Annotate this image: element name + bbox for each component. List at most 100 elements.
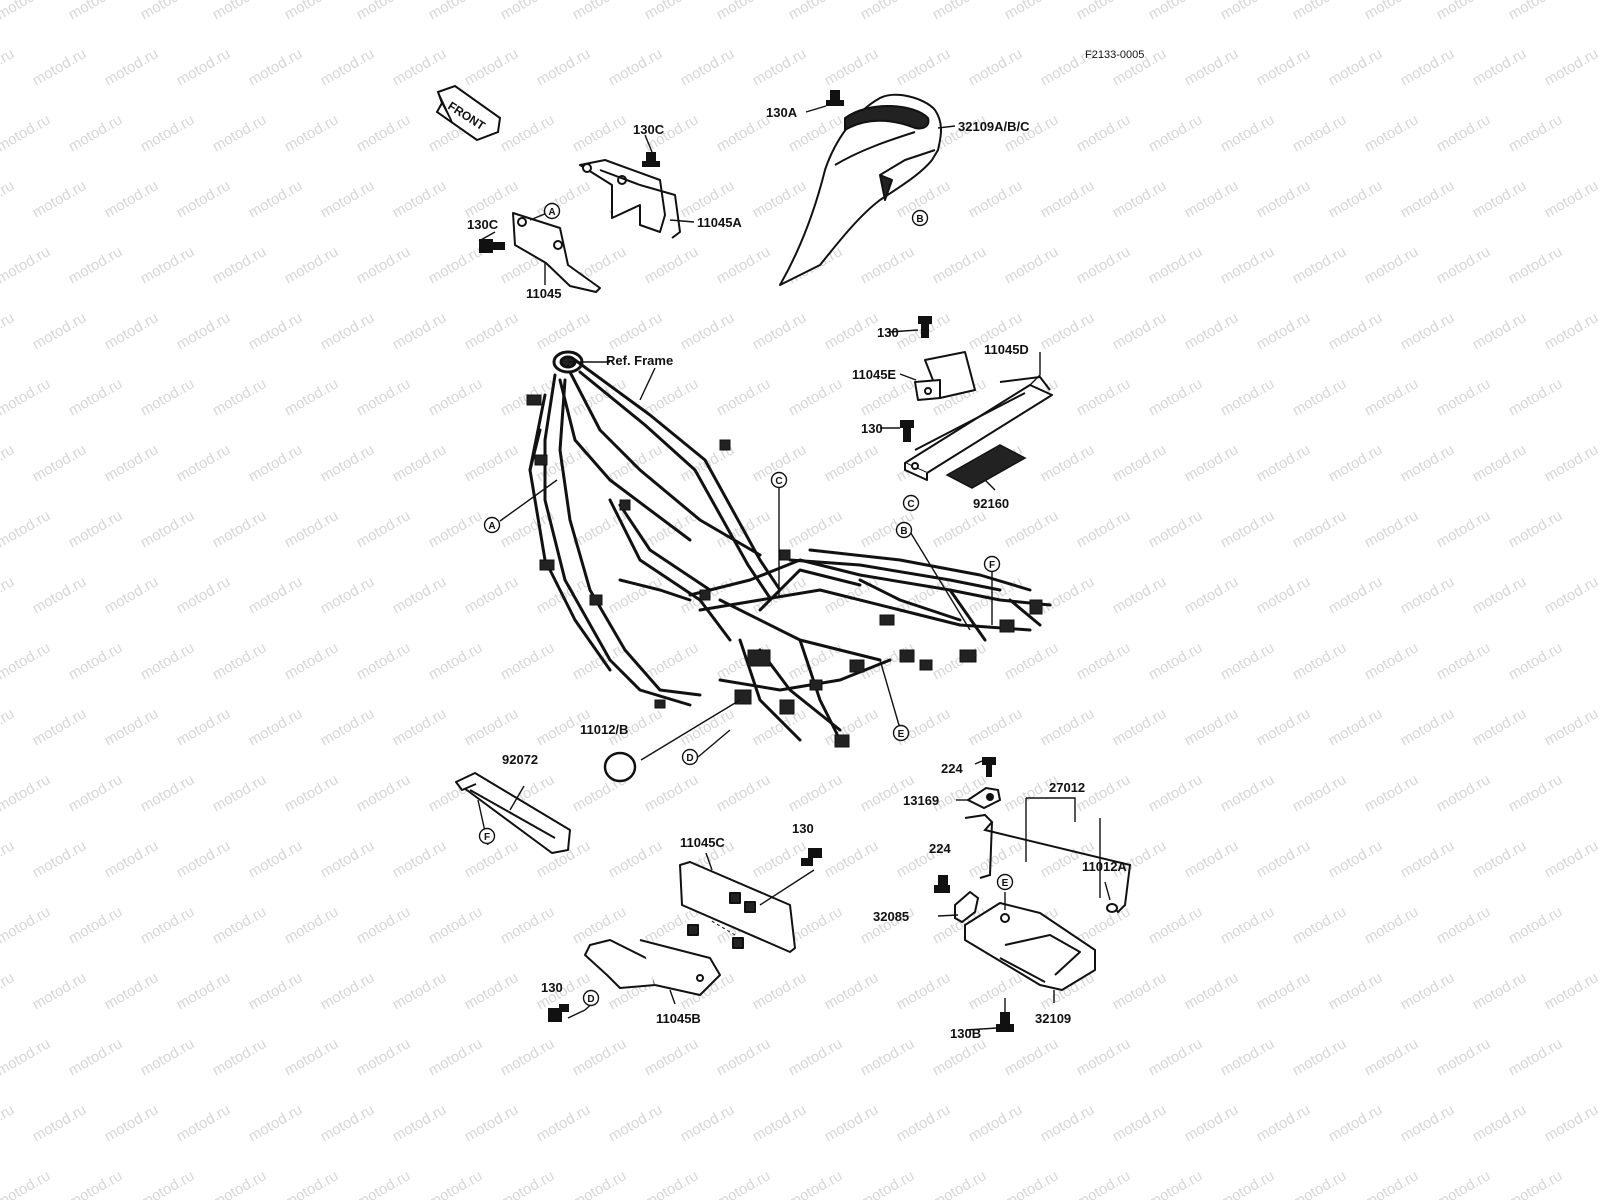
watermark-text: motod.ru [750, 177, 810, 221]
callout-A-frame: A [483, 516, 501, 534]
watermark-text: motod.ru [1218, 1035, 1278, 1079]
watermark-text: motod.ru [1398, 705, 1458, 749]
watermark-text: motod.ru [174, 837, 234, 881]
watermark-text: motod.ru [498, 639, 558, 683]
bolt-130-mid-icon [900, 420, 914, 442]
watermark-text: motod.ru [246, 309, 306, 353]
watermark-text: motod.ru [714, 0, 774, 23]
label-130-bottom: 130 [541, 980, 563, 995]
watermark-text: motod.ru [138, 507, 198, 551]
watermark-text: motod.ru [822, 441, 882, 485]
svg-text:F: F [484, 832, 490, 843]
watermark-text: motod.ru [0, 45, 17, 89]
bolt-130-top-icon [918, 316, 932, 338]
watermark-text: motod.ru [1506, 1035, 1566, 1079]
watermark-text: motod.ru [714, 771, 774, 815]
watermark-text: motod.ru [246, 573, 306, 617]
watermark-text: motod.ru [1290, 903, 1350, 947]
watermark-text: motod.ru [1398, 45, 1458, 89]
watermark-text: motod.ru [282, 111, 342, 155]
watermark-text: motod.ru [354, 243, 414, 287]
watermark-text: motod.ru [354, 639, 414, 683]
watermark-text: motod.ru [138, 771, 198, 815]
svg-text:B: B [900, 526, 907, 537]
watermark-text: motod.ru [858, 1035, 918, 1079]
watermark-text: motod.ru [1038, 441, 1098, 485]
watermark-text: motod.ru [1398, 177, 1458, 221]
watermark-text: motod.ru [390, 441, 450, 485]
watermark-text: motod.ru [1074, 111, 1134, 155]
watermark-text: motod.ru [0, 639, 53, 683]
watermark-text: motod.ru [1254, 45, 1314, 89]
watermark-text: motod.ru [786, 1035, 846, 1079]
watermark-text: motod.ru [390, 1101, 450, 1145]
bolt-224-top-icon [982, 757, 996, 777]
plug-11012B-drawing [603, 751, 637, 783]
watermark-text: motod.ru [30, 177, 90, 221]
watermark-text: motod.ru [1506, 903, 1566, 947]
watermark-text: motod.ru [1506, 111, 1566, 155]
watermark-text: motod.ru [1218, 639, 1278, 683]
watermark-text: motod.ru [1542, 309, 1600, 353]
watermark-text: motod.ru [1110, 705, 1170, 749]
label-92072: 92072 [502, 752, 538, 767]
watermark-text: motod.ru [606, 45, 666, 89]
watermark-text: motod.ru [1362, 1035, 1422, 1079]
watermark-text: motod.ru [1326, 705, 1386, 749]
watermark-text: motod.ru [390, 705, 450, 749]
watermark-text: motod.ru [822, 309, 882, 353]
watermark-text: motod.ru [0, 375, 53, 419]
label-224-mid: 224 [929, 841, 951, 856]
watermark-text: motod.ru [1470, 309, 1530, 353]
watermark-text: motod.ru [1182, 705, 1242, 749]
clamp-32085-drawing [954, 890, 980, 924]
watermark-text: motod.ru [678, 309, 738, 353]
watermark-text: motod.ru [750, 309, 810, 353]
watermark-text: motod.ru [66, 771, 126, 815]
watermark-text: motod.ru [1326, 573, 1386, 617]
watermark-text: motod.ru [750, 1101, 810, 1145]
watermark-text: motod.ru [282, 1167, 342, 1200]
watermark-text: motod.ru [678, 45, 738, 89]
label-11045B: 11045B [656, 1011, 701, 1026]
watermark-text: motod.ru [390, 45, 450, 89]
watermark-text: motod.ru [1326, 309, 1386, 353]
watermark-text: motod.ru [462, 837, 522, 881]
label-224-top: 224 [941, 761, 963, 776]
bolt-130C-top-icon [642, 152, 660, 167]
watermark-text: motod.ru [1254, 969, 1314, 1013]
watermark-text: motod.ru [66, 1035, 126, 1079]
label-27012: 27012 [1049, 780, 1085, 795]
watermark-text: motod.ru [1146, 0, 1206, 23]
watermark-text: motod.ru [570, 1167, 630, 1200]
watermark-text: motod.ru [426, 375, 486, 419]
callout-F-frame: F [983, 555, 1001, 573]
watermark-text: motod.ru [570, 0, 630, 23]
watermark-text: motod.ru [1218, 0, 1278, 23]
watermark-text: motod.ru [0, 1101, 17, 1145]
watermark-text: motod.ru [318, 309, 378, 353]
svg-text:C: C [907, 499, 914, 510]
watermark-text: motod.ru [534, 1101, 594, 1145]
watermark-text: motod.ru [138, 243, 198, 287]
watermark-text: motod.ru [426, 1167, 486, 1200]
watermark-text: motod.ru [30, 309, 90, 353]
watermark-text: motod.ru [462, 705, 522, 749]
callout-C-frame: C [770, 471, 788, 489]
watermark-text: motod.ru [1398, 441, 1458, 485]
watermark-text: motod.ru [1110, 1101, 1170, 1145]
watermark-text: motod.ru [0, 573, 17, 617]
watermark-text: motod.ru [786, 771, 846, 815]
bracket-11045E-drawing [914, 351, 976, 401]
watermark-text: motod.ru [930, 243, 990, 287]
watermark-text: motod.ru [1146, 903, 1206, 947]
watermark-text: motod.ru [1470, 573, 1530, 617]
watermark-text: motod.ru [1218, 507, 1278, 551]
watermark-text: motod.ru [354, 903, 414, 947]
watermark-text: motod.ru [138, 903, 198, 947]
watermark-text: motod.ru [714, 111, 774, 155]
watermark-text: motod.ru [822, 1101, 882, 1145]
watermark-text: motod.ru [1254, 441, 1314, 485]
label-130-lower: 130 [792, 821, 814, 836]
